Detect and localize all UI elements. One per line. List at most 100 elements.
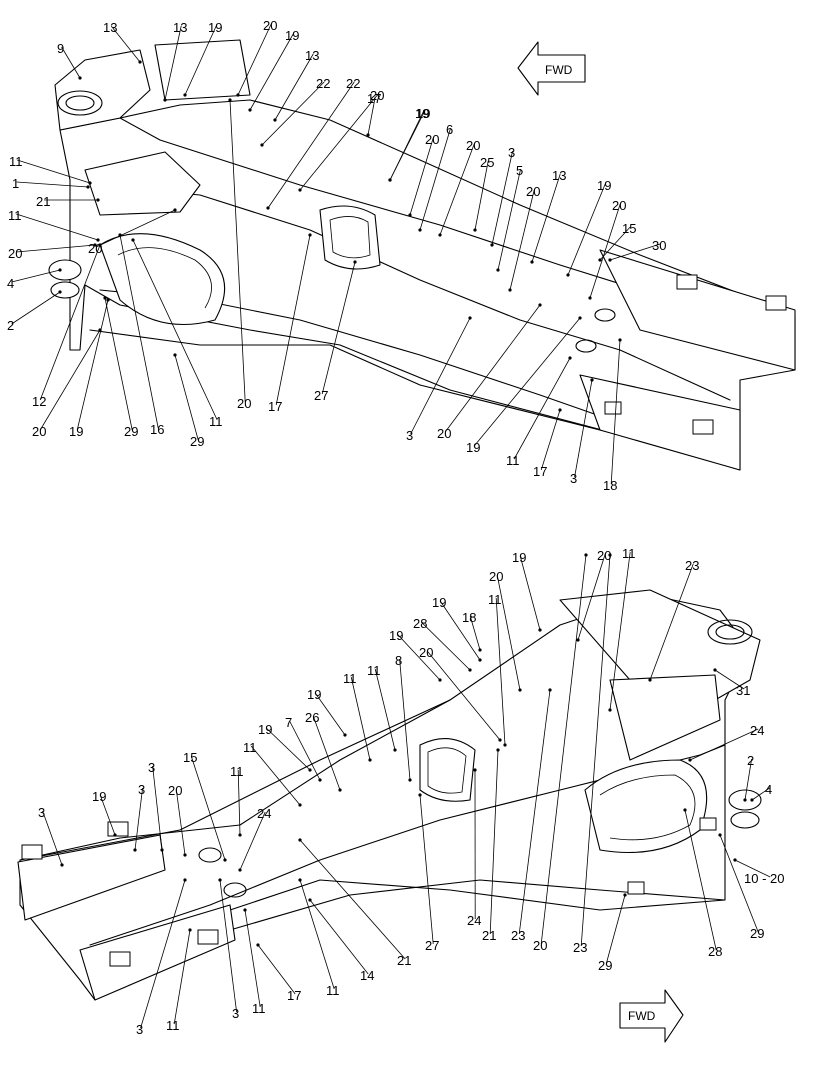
bottom-callout-12: 8	[395, 653, 402, 668]
top-leader-dot-32	[58, 268, 62, 272]
top-leader-47	[513, 357, 571, 460]
bottom-leader-dot-39	[473, 768, 477, 772]
bottom-callout-2: 20	[489, 569, 503, 584]
bottom-callout-29: 3	[138, 782, 145, 797]
bottom-leader-dot-7	[478, 658, 482, 662]
bottom-leader-dot-35	[548, 688, 552, 692]
top-frame-view: FWD	[48, 39, 796, 471]
bottom-callout-26: 3	[148, 760, 155, 775]
bottom-leader-dot-17	[688, 758, 692, 762]
bottom-box-plate	[609, 674, 721, 761]
bottom-leader-dot-5	[576, 638, 580, 642]
bottom-leader-5	[577, 553, 606, 641]
bottom-callout-20: 7	[285, 715, 292, 730]
top-callout-17: 3	[508, 145, 515, 160]
bottom-callout-34: 21	[397, 953, 411, 968]
top-leader-26	[509, 189, 535, 291]
bottom-leader-dot-14	[368, 758, 372, 762]
top-leader-38	[119, 234, 159, 429]
top-leader-11	[367, 96, 376, 136]
bottom-callout-15: 11	[367, 663, 381, 678]
top-callout-1: 13	[103, 20, 117, 35]
bottom-leader-36	[540, 554, 587, 945]
bottom-leader-dot-3	[608, 708, 612, 712]
bottom-callout-42: 29	[598, 958, 612, 973]
top-leader-37	[104, 297, 133, 431]
bottom-arch-inner	[599, 774, 696, 841]
bottom-pivot-bore-inner	[715, 624, 745, 640]
bottom-leader-44	[299, 879, 335, 990]
top-leader-28	[16, 213, 99, 241]
top-leader-13	[389, 111, 424, 181]
top-leader-dot-38	[118, 233, 122, 237]
top-callout-13: 19	[415, 106, 429, 121]
top-callout-38: 16	[150, 422, 164, 437]
top-leader-dot-1	[138, 60, 142, 64]
top-leader-dot-14	[418, 228, 422, 232]
bottom-callout-45: 17	[287, 988, 301, 1003]
bottom-pad-6	[699, 817, 717, 831]
top-callout-46: 19	[466, 440, 480, 455]
top-callout-39: 29	[190, 434, 204, 449]
top-leader-23	[96, 209, 176, 248]
bottom-leader-dot-34	[298, 838, 302, 842]
bottom-leader-dot-38	[683, 808, 687, 812]
bottom-leader-dot-28	[113, 833, 117, 837]
top-leader-dot-47	[568, 356, 572, 360]
top-callout-37: 29	[124, 424, 138, 439]
bottom-leader-dot-26	[160, 848, 164, 852]
top-leader-dot-41	[228, 98, 232, 102]
top-leader-dot-26	[508, 288, 512, 292]
bottom-callout-47: 3	[232, 1006, 239, 1021]
top-callout-43: 27	[314, 388, 328, 403]
top-leader-18	[474, 160, 489, 231]
bottom-leader-dot-31	[733, 858, 737, 862]
bottom-lug-2	[730, 811, 760, 829]
bottom-leader-dot-44	[298, 878, 302, 882]
top-leader-24	[567, 183, 606, 276]
bottom-callout-43: 14	[360, 968, 374, 983]
top-leader-34	[39, 244, 101, 401]
bottom-leader-49	[173, 929, 191, 1025]
top-leader-dot-24	[566, 273, 570, 277]
top-pad-4	[604, 401, 622, 415]
bottom-callout-18: 19	[258, 722, 272, 737]
top-callout-30: 30	[652, 238, 666, 253]
bottom-callout-35: 23	[511, 928, 525, 943]
bottom-leader-30	[42, 810, 63, 866]
top-leader-dot-25	[96, 198, 100, 202]
bottom-callout-3: 11	[622, 546, 636, 561]
bottom-leader-47	[219, 879, 237, 1013]
top-leader-36	[76, 299, 109, 431]
top-leader-3	[184, 25, 217, 96]
bottom-callout-9: 28	[413, 616, 427, 631]
top-leader-16	[439, 143, 475, 236]
bottom-leader-dot-4	[648, 678, 652, 682]
bottom-leader-dot-29	[133, 848, 137, 852]
bottom-leader-dot-21	[743, 798, 747, 802]
bottom-arch-opening	[584, 759, 708, 854]
bottom-front-beam-lower	[79, 904, 236, 1001]
top-window-inner	[329, 216, 371, 259]
bottom-leader-14	[350, 676, 371, 761]
bottom-callout-7: 19	[432, 595, 446, 610]
bottom-callout-32: 29	[750, 926, 764, 941]
bottom-callout-5: 20	[597, 548, 611, 563]
bottom-leader-dot-25	[238, 833, 242, 837]
bottom-leader-31	[734, 859, 771, 878]
bottom-leader-dot-43	[308, 898, 312, 902]
bottom-leader-dot-15	[393, 748, 397, 752]
bottom-leader-32	[719, 834, 759, 933]
bottom-side-rail	[89, 744, 726, 946]
top-leader-50	[610, 339, 621, 485]
bottom-leader-dot-12	[408, 778, 412, 782]
top-pivot-bore	[57, 90, 103, 116]
top-leader-dot-3	[183, 93, 187, 97]
bottom-leader-21	[744, 758, 752, 801]
bottom-callout-40: 27	[425, 938, 439, 953]
top-leader-dot-49	[590, 378, 594, 382]
top-leader-dot-43	[353, 260, 357, 264]
bottom-callout-22: 11	[243, 740, 257, 755]
